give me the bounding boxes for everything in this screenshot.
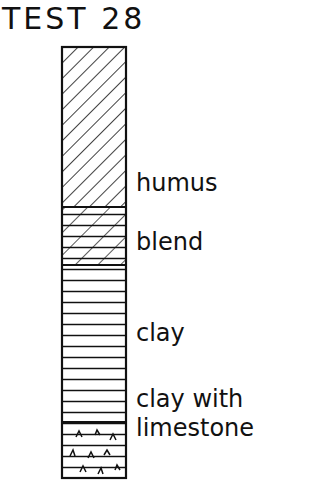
layer-label: clay with limestone xyxy=(136,385,306,443)
limestone-marks xyxy=(70,430,120,474)
blend-hatch xyxy=(62,207,126,265)
blend-band xyxy=(62,207,126,265)
clay-band xyxy=(62,265,126,422)
band-boundaries xyxy=(62,207,126,422)
humus-band xyxy=(62,47,126,207)
column-outline xyxy=(62,47,126,478)
diagram-title: TEST 28 xyxy=(2,2,145,35)
layer-label: clay xyxy=(136,319,185,348)
layer-label: humus xyxy=(136,169,218,198)
layer-label: blend xyxy=(136,228,203,257)
limestone-band xyxy=(62,422,126,478)
